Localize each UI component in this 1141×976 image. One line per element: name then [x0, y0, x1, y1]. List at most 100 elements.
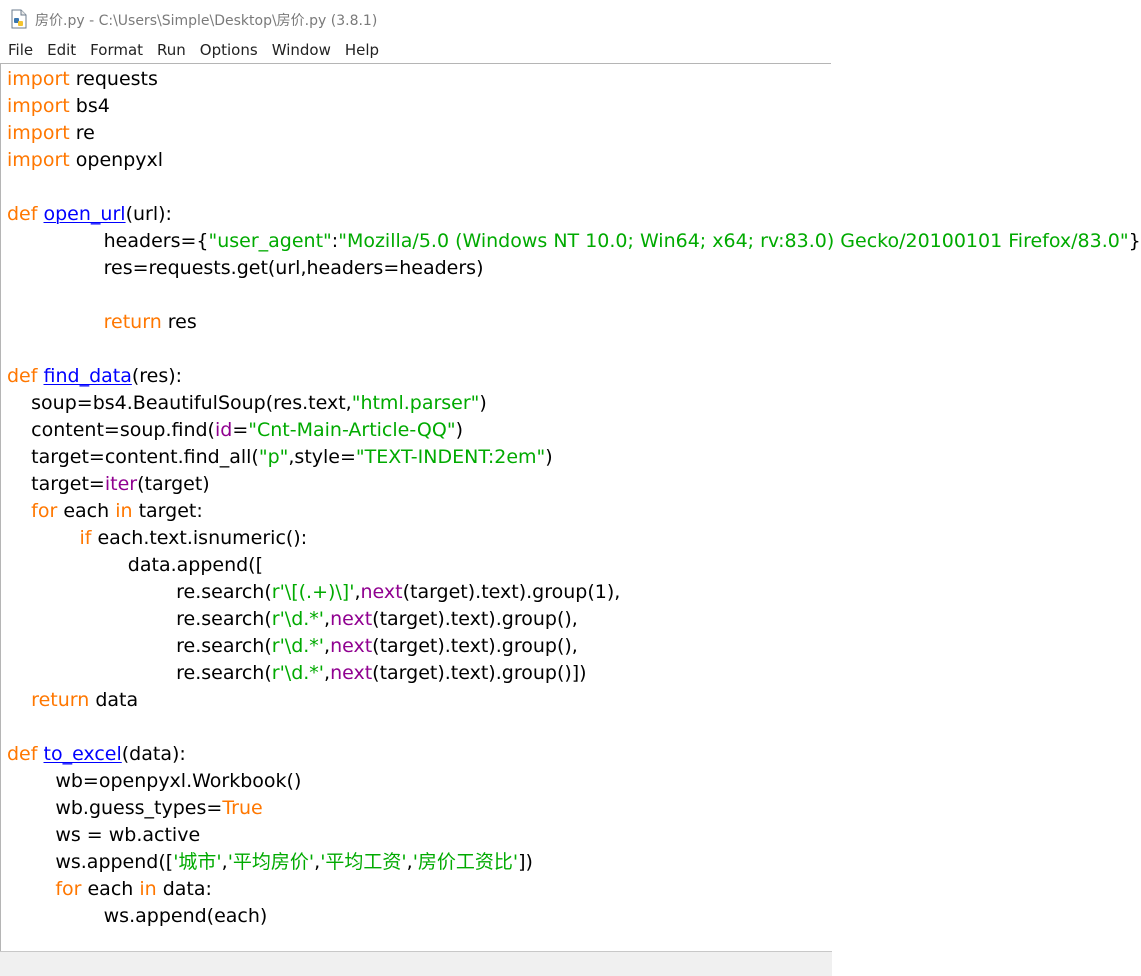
menu-edit[interactable]: Edit — [47, 41, 77, 59]
code-text: target: — [132, 500, 203, 522]
keyword-token: True — [222, 797, 263, 819]
string-literal: r'\d.*' — [271, 662, 325, 684]
code-line[interactable]: re.search(r'\[(.+)\]',next(target).text)… — [7, 579, 620, 606]
code-text: : — [331, 230, 339, 252]
string-literal: "html.parser" — [351, 392, 480, 414]
code-line[interactable]: re.search(r'\d.*',next(target).text).gro… — [7, 660, 587, 687]
code-line[interactable]: ws = wb.active — [7, 822, 200, 849]
code-line[interactable]: def find_data(res): — [7, 363, 182, 390]
code-text: res — [161, 311, 197, 333]
code-line[interactable]: res=requests.get(url,headers=headers) — [7, 255, 484, 282]
code-line[interactable]: wb=openpyxl.Workbook() — [7, 768, 301, 795]
builtin-token: next — [360, 581, 403, 603]
code-text: ) — [545, 446, 553, 468]
code-line[interactable]: for each in target: — [7, 498, 203, 525]
menu-options[interactable]: Options — [199, 41, 258, 59]
code-text: data — [89, 689, 139, 711]
code-line[interactable]: import re — [7, 120, 95, 147]
code-text: openpyxl — [69, 149, 164, 171]
string-literal: "Mozilla/5.0 (Windows NT 10.0; Win64; x6… — [338, 230, 1129, 252]
builtin-token: next — [330, 635, 373, 657]
code-text: (data): — [121, 743, 186, 765]
menu-format[interactable]: Format — [90, 41, 144, 59]
code-text — [7, 689, 31, 711]
code-line[interactable]: ws.append(each) — [7, 903, 268, 930]
code-text: wb=openpyxl.Workbook() — [7, 770, 302, 792]
code-line[interactable]: target=iter(target) — [7, 471, 210, 498]
definition-name: to_excel — [43, 743, 122, 765]
string-literal: "Cnt-Main-Article-QQ" — [248, 419, 456, 441]
code-text: data: — [156, 878, 212, 900]
code-text: soup=bs4.BeautifulSoup(res.text, — [7, 392, 352, 414]
menu-window[interactable]: Window — [271, 41, 331, 59]
code-line[interactable]: target=content.find_all("p",style="TEXT-… — [7, 444, 553, 471]
code-text: headers={ — [7, 230, 209, 252]
code-text: data.append([ — [7, 554, 264, 576]
code-text: wb.guess_types= — [7, 797, 223, 819]
python-file-icon — [11, 9, 27, 29]
code-line[interactable]: data.append([ — [7, 552, 263, 579]
builtin-token: iter — [104, 473, 138, 495]
code-text — [7, 878, 55, 900]
code-line[interactable]: ws.append(['城市','平均房价','平均工资','房价工资比']) — [7, 849, 533, 876]
code-text — [7, 500, 31, 522]
menu-file[interactable]: File — [8, 41, 34, 59]
code-text: , — [324, 635, 331, 657]
code-text: (url): — [125, 203, 172, 225]
builtin-token: id — [214, 419, 233, 441]
code-text: , — [406, 851, 413, 873]
menu-run[interactable]: Run — [157, 41, 186, 59]
keyword-token: import — [7, 95, 70, 117]
code-text: target= — [7, 473, 105, 495]
definition-name: find_data — [43, 365, 132, 387]
code-text: , — [354, 581, 361, 603]
code-text: re — [69, 122, 95, 144]
string-literal: '房价工资比' — [412, 851, 519, 873]
code-text: re.search( — [7, 608, 272, 630]
code-text: (target).text).group(), — [372, 635, 578, 657]
code-text: ws.append([ — [7, 851, 174, 873]
code-line[interactable]: import requests — [7, 66, 158, 93]
code-text: content=soup.find( — [7, 419, 215, 441]
string-literal: '平均房价' — [227, 851, 315, 873]
code-line[interactable]: re.search(r'\d.*',next(target).text).gro… — [7, 606, 578, 633]
code-line[interactable]: headers={"user_agent":"Mozilla/5.0 (Wind… — [7, 228, 1141, 255]
keyword-token: in — [139, 878, 157, 900]
code-line[interactable]: def to_excel(data): — [7, 741, 186, 768]
menu-help[interactable]: Help — [344, 41, 380, 59]
code-text: , — [221, 851, 228, 873]
window-title: 房价.py - C:\Users\Simple\Desktop\房价.py (3… — [35, 13, 378, 29]
code-text: ws.append(each) — [7, 905, 268, 927]
code-line[interactable]: return data — [7, 687, 138, 714]
keyword-token: def — [7, 365, 38, 387]
code-text: re.search( — [7, 635, 272, 657]
code-line[interactable]: for each in data: — [7, 876, 212, 903]
code-text: (target).text).group()]) — [372, 662, 587, 684]
code-line[interactable]: re.search(r'\d.*',next(target).text).gro… — [7, 633, 578, 660]
code-text: , — [314, 851, 321, 873]
keyword-token: import — [7, 68, 70, 90]
code-text: target=content.find_all( — [7, 446, 259, 468]
keyword-token: for — [55, 878, 82, 900]
code-line[interactable]: content=soup.find(id="Cnt-Main-Article-Q… — [7, 417, 463, 444]
menu-bar: File Edit Format Run Options Window Help — [0, 38, 832, 63]
code-text: = — [232, 419, 249, 441]
keyword-token: in — [115, 500, 133, 522]
code-text: , — [324, 662, 331, 684]
string-literal: "user_agent" — [208, 230, 332, 252]
code-line[interactable]: import bs4 — [7, 93, 110, 120]
definition-name: open_url — [43, 203, 126, 225]
code-text: (target).text).group(), — [372, 608, 578, 630]
code-line[interactable]: import openpyxl — [7, 147, 163, 174]
code-line[interactable]: wb.guess_types=True — [7, 795, 263, 822]
code-line[interactable]: return res — [7, 309, 197, 336]
keyword-token: return — [31, 689, 90, 711]
code-text: bs4 — [69, 95, 110, 117]
string-literal: r'\d.*' — [271, 608, 325, 630]
code-line[interactable]: soup=bs4.BeautifulSoup(res.text,"html.pa… — [7, 390, 487, 417]
code-line[interactable]: def open_url(url): — [7, 201, 172, 228]
code-text: ]) — [518, 851, 533, 873]
string-literal: r'\[(.+)\]' — [271, 581, 355, 603]
code-line[interactable]: if each.text.isnumeric(): — [7, 525, 307, 552]
